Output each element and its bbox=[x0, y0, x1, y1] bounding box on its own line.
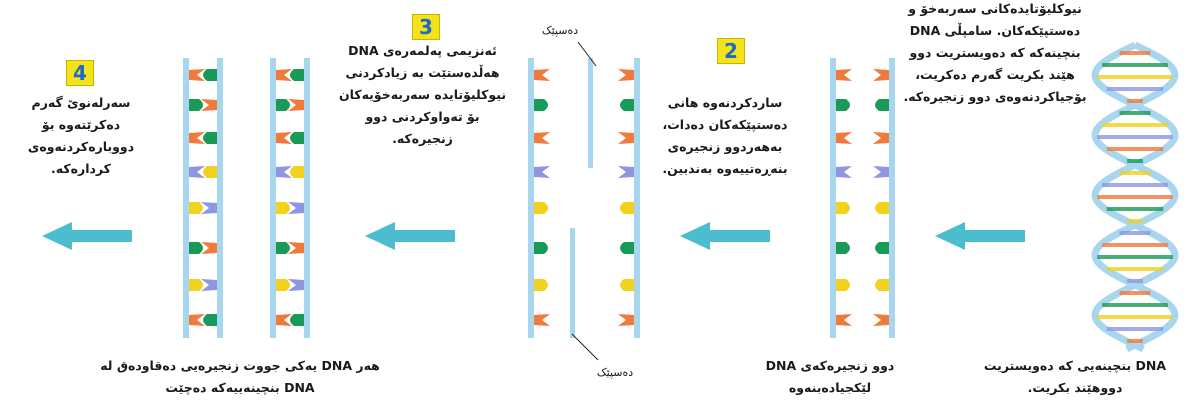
helix-strand-b bbox=[1091, 41, 1179, 353]
annealing-strand-right-base bbox=[620, 279, 634, 291]
copy-dna-1-base-right bbox=[203, 314, 217, 326]
separated-strand-left-base bbox=[836, 69, 852, 81]
annealing-strand-left-backbone bbox=[528, 58, 534, 338]
annealing-strand-right-base bbox=[620, 99, 634, 111]
annealing-strand-right-base bbox=[620, 242, 634, 254]
annealing-strand-left-base bbox=[534, 279, 548, 291]
primer-pointer-top bbox=[577, 41, 597, 67]
separated-strand-left-base bbox=[836, 99, 850, 111]
step-4-badge: 4 bbox=[66, 60, 94, 86]
primer-pointer-bottom bbox=[571, 333, 599, 361]
step-2-text: ساردکردنەوە هانی دەستپێکەکان دەدات، بەهە… bbox=[662, 95, 788, 176]
separated-strand-left-base bbox=[836, 166, 852, 178]
copy-dna-2-base-right bbox=[288, 202, 304, 214]
arrow-step-1 bbox=[935, 222, 1025, 250]
copy-dna-2-base-right bbox=[290, 166, 304, 178]
copy-dna-2-backbone-right bbox=[304, 58, 310, 338]
primer-label-bottom: دەسپێک bbox=[596, 366, 634, 379]
copy-dna-1-base-left bbox=[189, 166, 205, 178]
separated-strand-left-base bbox=[836, 132, 852, 144]
annealing-strand-left-base bbox=[534, 69, 550, 81]
copy-dna-2-base-right bbox=[290, 69, 304, 81]
separated-strand-left-base bbox=[836, 314, 852, 326]
step-2-badge: 2 bbox=[717, 38, 745, 64]
annealing-strand-left-base bbox=[534, 314, 550, 326]
separated-strand-right-base bbox=[873, 314, 889, 326]
caption-original-dna: DNA بنچینەیی کە دەویستریت دووهێند بکریت. bbox=[983, 358, 1167, 395]
copy-dna-2-base-left bbox=[276, 279, 290, 291]
separated-strand-left-base bbox=[836, 202, 850, 214]
copy-dna-1-base-right bbox=[201, 279, 217, 291]
primer-bottom-backbone bbox=[570, 228, 575, 338]
primer-top-backbone bbox=[588, 58, 593, 168]
copy-dna-1-base-left bbox=[189, 69, 205, 81]
separated-strand-right-base bbox=[875, 99, 889, 111]
helix-strand-a bbox=[1091, 41, 1179, 353]
annealing-strand-left-base bbox=[534, 99, 548, 111]
copy-dna-1-base-left bbox=[189, 242, 203, 254]
copy-dna-1-base-right bbox=[203, 69, 217, 81]
annealing-strand-left-base bbox=[534, 166, 550, 178]
step-4-text: سەرلەنوێ گەرم دەکرێتەوە بۆ دووبارەکردنەو… bbox=[27, 95, 135, 176]
copy-dna-1-base-left bbox=[189, 132, 205, 144]
copy-dna-1-base-right bbox=[201, 99, 217, 111]
copy-dna-1-base-right bbox=[203, 132, 217, 144]
copy-dna-2-base-right bbox=[288, 99, 304, 111]
copy-dna-2-backbone-left bbox=[270, 58, 276, 338]
copy-dna-2-base-right bbox=[288, 279, 304, 291]
separated-strand-right-base bbox=[875, 202, 889, 214]
annealing-strand-right-base bbox=[620, 202, 634, 214]
arrow-step-3 bbox=[365, 222, 455, 250]
copy-dna-2-base-right bbox=[290, 132, 304, 144]
primer-label-top: دەسپێک bbox=[541, 24, 579, 37]
copy-dna-2-base-left bbox=[276, 132, 292, 144]
separated-strand-left-backbone bbox=[830, 58, 836, 338]
copy-dna-2-base-right bbox=[288, 242, 304, 254]
copy-dna-1-backbone-right bbox=[217, 58, 223, 338]
annealing-strand-right-base bbox=[618, 132, 634, 144]
copy-dna-1-base-right bbox=[201, 242, 217, 254]
annealing-strand-left-base bbox=[534, 132, 550, 144]
copy-dna-1-base-left bbox=[189, 279, 203, 291]
copy-dna-1-base-right bbox=[201, 202, 217, 214]
copy-dna-2-base-right bbox=[290, 314, 304, 326]
copy-dna-1-base-left bbox=[189, 202, 203, 214]
copy-dna-2-base-left bbox=[276, 202, 290, 214]
arrow-step-4 bbox=[42, 222, 132, 250]
separated-strand-right-base bbox=[875, 242, 889, 254]
separated-strand-right-base bbox=[873, 132, 889, 144]
separated-strand-right-base bbox=[873, 69, 889, 81]
copy-dna-1-backbone-left bbox=[183, 58, 189, 338]
copy-dna-2-base-left bbox=[276, 242, 290, 254]
step-3-badge: 3 bbox=[412, 14, 440, 40]
copy-dna-2-base-left bbox=[276, 166, 292, 178]
copy-dna-1-base-left bbox=[189, 99, 203, 111]
copy-dna-1-base-right bbox=[203, 166, 217, 178]
separated-strand-left-base bbox=[836, 242, 850, 254]
separated-strand-right-base bbox=[873, 166, 889, 178]
copy-dna-1-base-left bbox=[189, 314, 205, 326]
step-3-text: ئەنزیمی پەلمەرەی DNA هەڵدەستێت بە زیادکر… bbox=[338, 43, 507, 146]
annealing-strand-right-base bbox=[618, 314, 634, 326]
annealing-strand-right-base bbox=[618, 69, 634, 81]
annealing-strand-left-base bbox=[534, 202, 548, 214]
copy-dna-2-base-left bbox=[276, 69, 292, 81]
caption-strands-separate: دوو زنجیرەکەی DNA لێکجیادەبنەوە bbox=[765, 358, 895, 395]
intro-text: نیوکلیۆتایدەکانی سەربەخۆ و دەستپێکەکان. … bbox=[903, 1, 1087, 104]
arrow-step-2 bbox=[680, 222, 770, 250]
copy-dna-2-base-left bbox=[276, 99, 290, 111]
copy-dna-2-base-left bbox=[276, 314, 292, 326]
annealing-strand-left-base bbox=[534, 242, 548, 254]
caption-two-copies: هەر DNA یەکی جووت زنجیرەیی دەقاودەق لە D… bbox=[100, 358, 380, 395]
annealing-strand-right-base bbox=[618, 166, 634, 178]
separated-strand-left-base bbox=[836, 279, 850, 291]
separated-strand-right-base bbox=[875, 279, 889, 291]
